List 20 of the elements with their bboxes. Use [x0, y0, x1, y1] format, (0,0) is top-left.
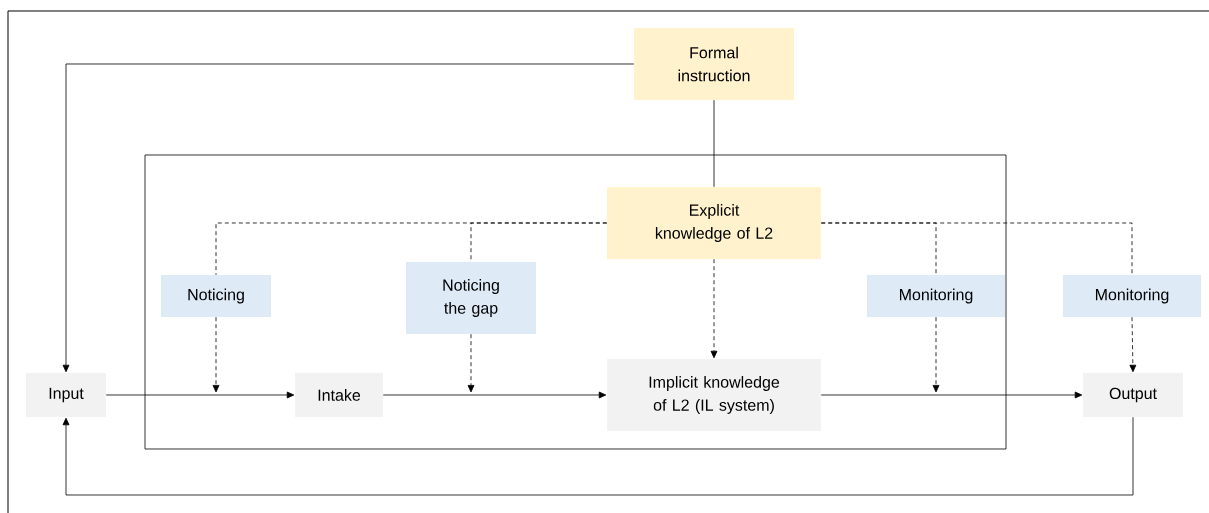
arrow: [467, 333, 475, 393]
stage-box: Output: [1083, 373, 1183, 417]
arrow: [62, 416, 1134, 496]
instruction-box: Formal instruction: [634, 28, 794, 100]
stage-box: Intake: [295, 373, 383, 417]
knowledge-box: Explicit knowledge of L2: [607, 187, 821, 259]
process-label-box: Noticing: [161, 275, 271, 317]
arrow: [382, 391, 607, 399]
arrow: [105, 391, 295, 399]
stage-box: Input: [26, 373, 106, 417]
arrow: [62, 63, 635, 373]
arrow: [212, 316, 220, 393]
arrow: [932, 316, 940, 393]
arrow: [820, 391, 1083, 399]
process-label-box: Noticing the gap: [406, 262, 536, 334]
arrow: [1129, 316, 1137, 373]
arrow: [710, 258, 718, 359]
stage-box: Implicit knowledge of L2 (IL system): [607, 359, 821, 431]
process-label-box: Monitoring: [867, 275, 1005, 317]
process-label-box: Monitoring: [1063, 275, 1201, 317]
